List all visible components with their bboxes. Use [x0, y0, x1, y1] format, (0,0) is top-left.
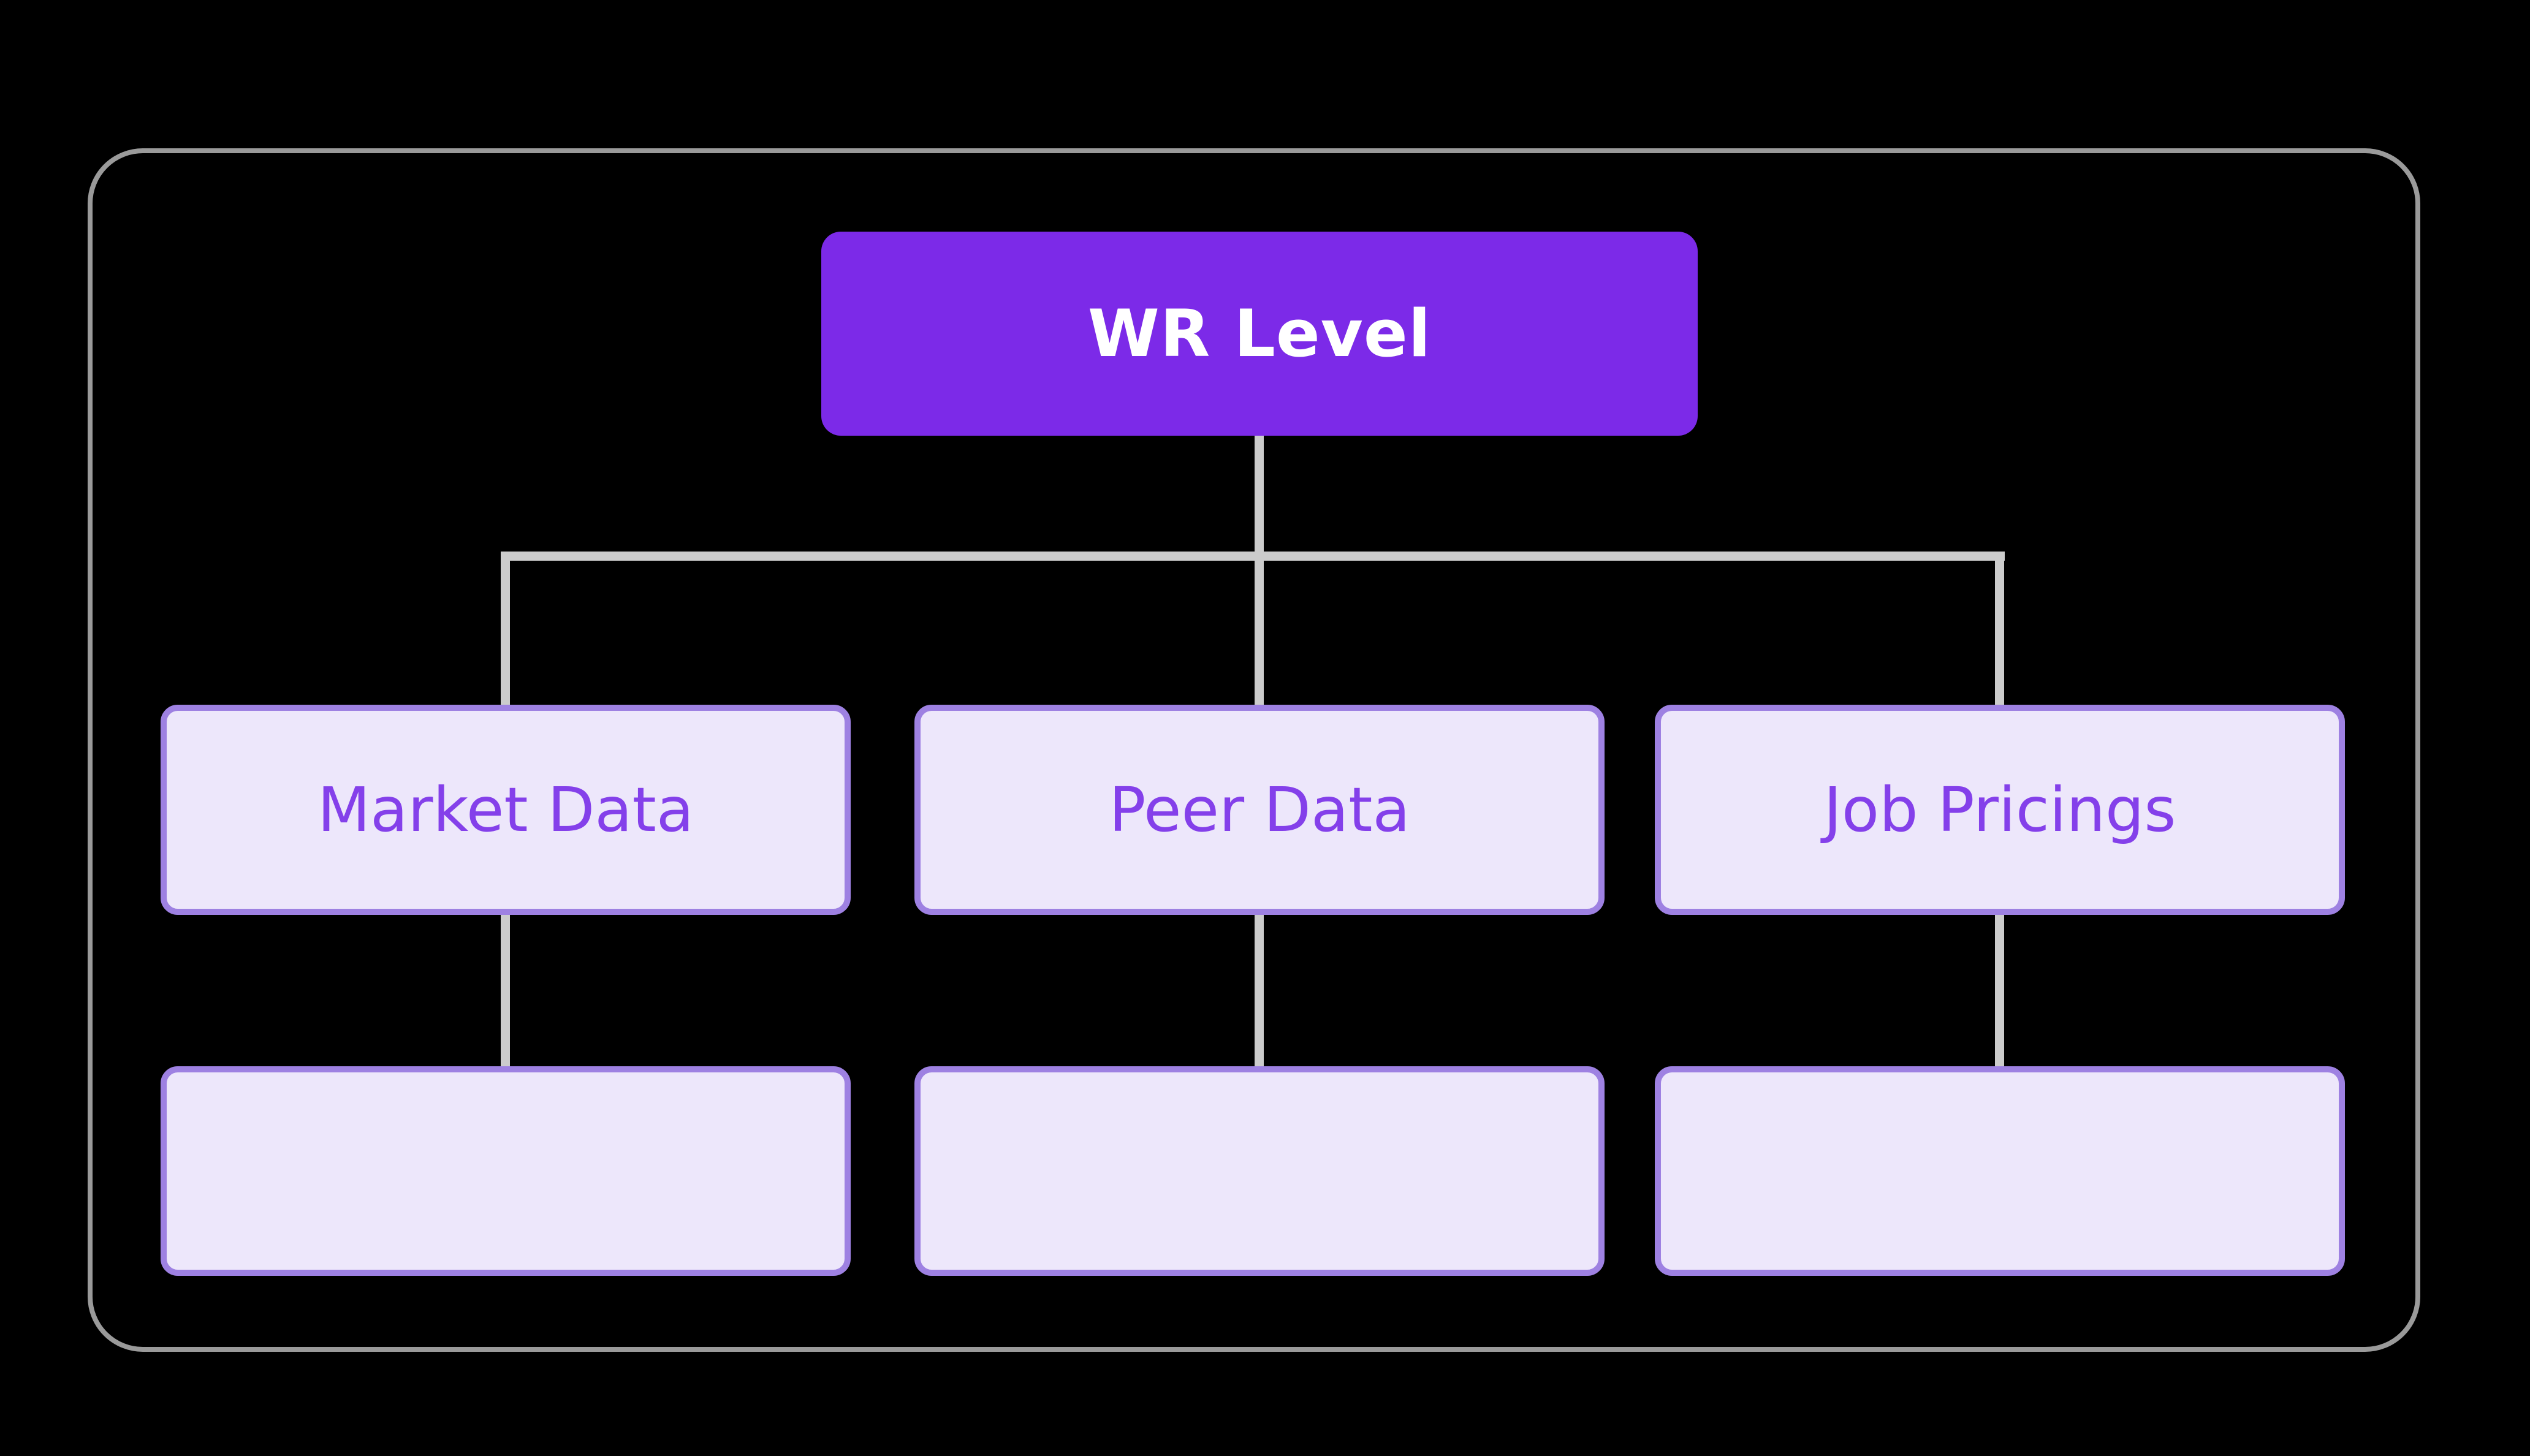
connector-root-stem: [1255, 436, 1264, 561]
connector-horizontal-bus: [501, 552, 2005, 561]
node-wr-level-label: WR Level: [1087, 296, 1432, 371]
node-peer-data-child-empty: [914, 1066, 1605, 1276]
diagram-outer-frame: [88, 148, 2420, 1352]
node-job-pricings: Job Pricings: [1655, 705, 2345, 915]
connector-peer-data-to-child: [1255, 915, 1264, 1066]
connector-drop-job-pricings: [1995, 552, 2004, 705]
node-peer-data-label: Peer Data: [1109, 774, 1410, 846]
node-market-data-label: Market Data: [317, 774, 694, 846]
connector-drop-market-data: [501, 552, 510, 705]
connector-market-data-to-child: [501, 915, 510, 1066]
connector-job-pricings-to-child: [1995, 915, 2004, 1066]
node-wr-level: WR Level: [821, 232, 1698, 436]
node-market-data: Market Data: [161, 705, 851, 915]
node-market-data-child-empty: [161, 1066, 851, 1276]
node-job-pricings-child-empty: [1655, 1066, 2345, 1276]
node-job-pricings-label: Job Pricings: [1823, 774, 2176, 846]
node-peer-data: Peer Data: [914, 705, 1605, 915]
connector-drop-peer-data: [1255, 561, 1264, 705]
